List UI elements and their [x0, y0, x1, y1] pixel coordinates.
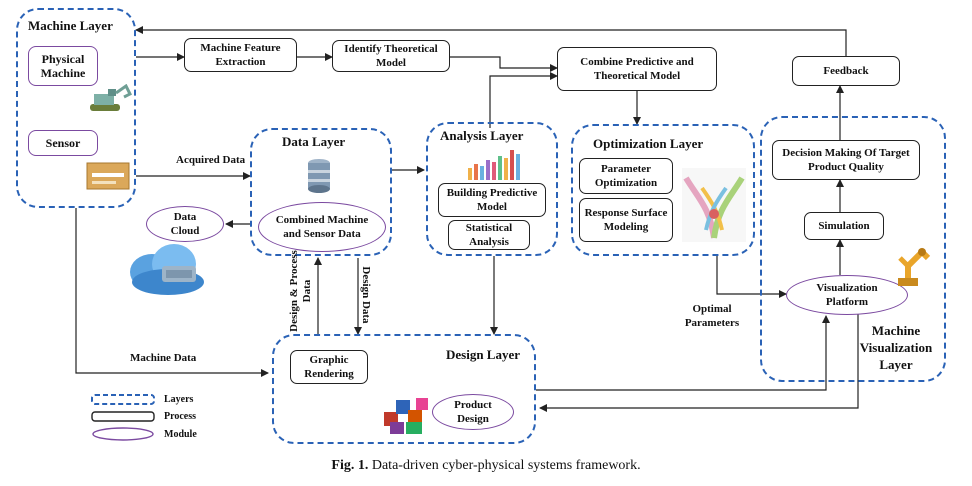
machine-layer-title: Machine Layer — [28, 18, 113, 33]
machine-feature-extraction-process: Machine Feature Extraction — [184, 38, 297, 72]
legend-layer-swatch — [91, 394, 155, 405]
edge-analysis-to-combine — [489, 72, 558, 128]
response-surface-modeling-process: Response Surface Modeling — [579, 198, 673, 242]
legend-symbols — [91, 394, 155, 441]
robot-arm-icon — [898, 247, 931, 286]
legend-process-swatch — [91, 411, 155, 422]
design-layer-title: Design Layer — [446, 347, 521, 362]
physical-machine-module: Physical Machine — [28, 46, 98, 86]
data-cloud-module: Data Cloud — [146, 206, 224, 242]
database-icon — [308, 159, 330, 193]
combine-models-process: Combine Predictive and Theoretical Model — [557, 47, 717, 91]
edge-machine-to-design — [75, 208, 269, 377]
design-process-data-label: Design & Process Data — [288, 250, 313, 332]
legend-module-swatch — [92, 427, 154, 441]
sensor-icon — [86, 162, 130, 190]
legend-module-label: Module — [164, 429, 197, 440]
analysis-layer — [426, 122, 558, 256]
bar-chart-icon — [464, 146, 524, 182]
machine-visualization-layer — [760, 116, 946, 382]
sensor-module: Sensor — [28, 130, 98, 156]
statistical-analysis-process: Statistical Analysis — [448, 220, 530, 250]
edge-feedback-to-machine — [135, 26, 847, 56]
surface-plot-icon — [682, 168, 746, 242]
data-layer — [250, 128, 392, 256]
edge-design-to-platform — [536, 315, 830, 391]
machine-visualization-layer-title: Machine Visualization Layer — [859, 323, 933, 372]
edge-platform-to-design — [539, 314, 859, 412]
decision-making-process: Decision Making Of Target Product Qualit… — [772, 140, 920, 180]
simulation-process: Simulation — [804, 212, 884, 240]
optimization-layer-title: Optimization Layer — [593, 136, 704, 151]
parameter-optimization-process: Parameter Optimization — [579, 158, 673, 194]
data-layer-title: Data Layer — [282, 134, 346, 149]
optimal-parameters-label: Optimal Parameters — [684, 303, 740, 329]
design-layer — [272, 334, 536, 444]
edge-identify-to-combine — [450, 56, 558, 72]
identify-theoretical-model-process: Identify Theoretical Model — [332, 40, 450, 72]
acquired-data-label: Acquired Data — [176, 154, 246, 166]
design-data-label: Design Data — [360, 266, 372, 324]
excavator-icon — [90, 84, 132, 111]
figure-caption-prefix: Fig. 1. — [331, 458, 369, 473]
machine-layer — [16, 8, 136, 208]
cloud-icon — [130, 244, 204, 295]
figure-caption: Fig. 1. Data-driven cyber-physical syste… — [0, 458, 972, 474]
legend-process-label: Process — [164, 411, 197, 422]
product-design-module: Product Design — [432, 394, 514, 430]
optimization-layer — [571, 124, 755, 256]
combined-data-module: Combined Machine and Sensor Data — [258, 202, 386, 252]
building-predictive-model-process: Building Predictive Model — [438, 183, 546, 217]
feedback-process: Feedback — [792, 56, 900, 86]
visualization-platform-module: Visualization Platform — [786, 275, 908, 315]
figure-caption-text: Data-driven cyber-physical systems frame… — [371, 458, 641, 473]
graphic-rendering-process: Graphic Rendering — [290, 350, 368, 384]
edge-optimization-to-platform — [716, 255, 787, 298]
legend-layers-label: Layers — [164, 394, 194, 405]
machine-data-label: Machine Data — [130, 352, 197, 364]
product-blocks-icon — [384, 398, 428, 434]
analysis-layer-title: Analysis Layer — [440, 128, 524, 143]
